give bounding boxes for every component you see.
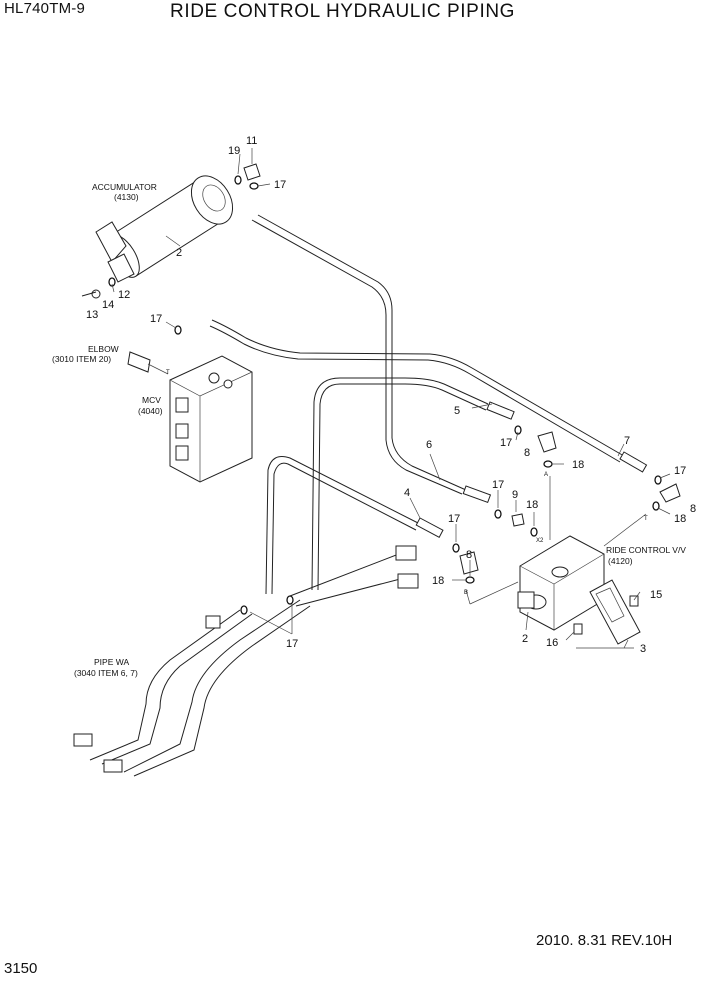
callout-16: 16 <box>546 637 558 649</box>
callout-3: 3 <box>640 643 646 655</box>
page-number: 3150 <box>4 960 38 977</box>
callout-17-d: 17 <box>448 513 460 525</box>
pipe-wa-label: PIPE WA <box>94 657 129 667</box>
hose-4 <box>265 456 444 595</box>
callout-17-a: 17 <box>500 437 512 449</box>
callout-15: 15 <box>650 589 662 601</box>
port-t-mcv-label: T <box>166 370 170 376</box>
callout-2-valve: 2 <box>522 633 528 645</box>
fittings <box>174 182 681 615</box>
model-code: HL740TM-9 <box>4 0 85 17</box>
pipe-wa-ref: (3040 ITEM 6, 7) <box>74 668 138 678</box>
callout-2-accumulator: 2 <box>176 247 182 259</box>
callout-18-c: 18 <box>674 513 686 525</box>
callout-18-a: 18 <box>572 459 584 471</box>
port-a-label: A <box>544 472 548 478</box>
callout-14: 14 <box>102 299 114 311</box>
callout-17-accumulator: 17 <box>274 179 286 191</box>
callout-8-c: 8 <box>690 503 696 515</box>
port-t-valve-label: T <box>644 516 648 522</box>
ride-control-valve-ref: (4120) <box>608 556 633 566</box>
page-title: RIDE CONTROL HYDRAULIC PIPING <box>170 1 516 22</box>
callout-18-d: 18 <box>432 575 444 587</box>
mcv <box>127 351 253 483</box>
callout-11: 11 <box>246 135 257 147</box>
elbow-label: ELBOW <box>88 344 119 354</box>
callout-19: 19 <box>228 145 240 157</box>
ride-control-valve <box>517 535 641 645</box>
callout-18-b: 18 <box>526 499 538 511</box>
callout-8-a: 8 <box>524 447 530 459</box>
port-x2-label: X2 <box>536 538 544 544</box>
callout-13: 13 <box>86 309 98 321</box>
accumulator-label: ACCUMULATOR <box>92 182 157 192</box>
callout-17-c: 17 <box>674 465 686 477</box>
callout-17-pipe: 17 <box>286 638 298 650</box>
callout-5: 5 <box>454 405 460 417</box>
leader-lines <box>111 148 671 649</box>
mcv-ref: (4040) <box>138 406 163 416</box>
pipe-wa <box>73 545 419 777</box>
callout-17-elbow: 17 <box>150 313 162 325</box>
accumulator <box>81 163 261 299</box>
revision-date: 2010. 8.31 REV.10H <box>536 932 673 949</box>
hose-6 <box>251 214 492 504</box>
mcv-label: MCV <box>142 395 161 405</box>
elbow-ref: (3010 ITEM 20) <box>52 354 111 364</box>
callout-4: 4 <box>404 487 410 499</box>
callout-17-b: 17 <box>492 479 504 491</box>
callout-7: 7 <box>624 435 630 447</box>
hose-5 <box>311 377 515 591</box>
callout-12: 12 <box>118 289 130 301</box>
callout-9: 9 <box>512 489 518 501</box>
accumulator-ref: (4130) <box>114 192 139 202</box>
ride-control-valve-label: RIDE CONTROL V/V <box>606 545 686 555</box>
callout-6: 6 <box>426 439 432 451</box>
callout-8-d: 8 <box>466 549 472 561</box>
hose-7 <box>209 319 648 473</box>
port-b-label: B <box>464 590 468 596</box>
